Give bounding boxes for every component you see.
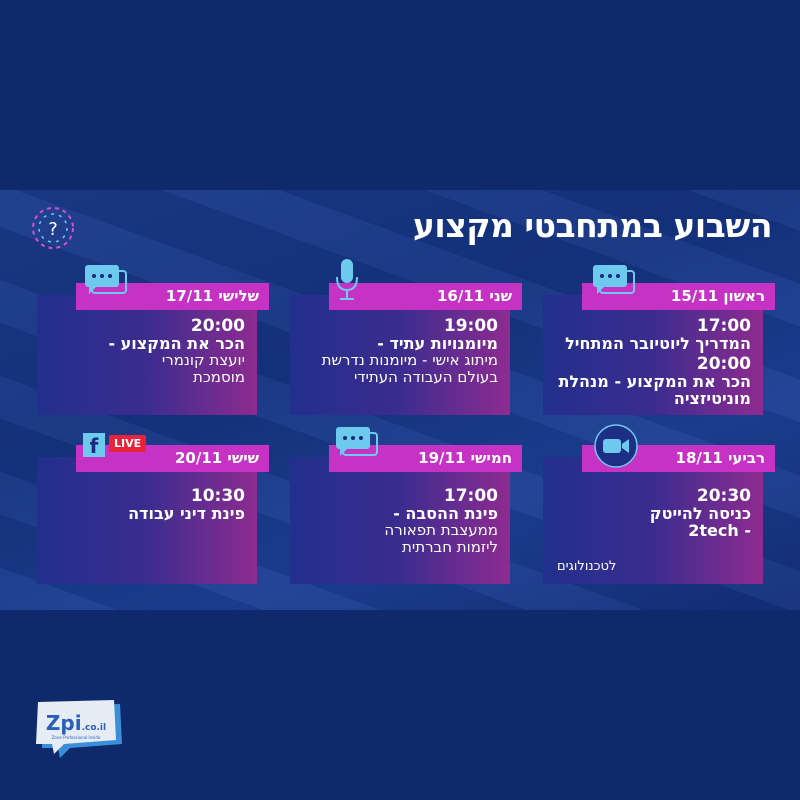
event-title: הכר את המקצוע - מנהלת מוניטיזציה [558,372,751,408]
event-body: 20:00 הכר את המקצוע - יועצת קונמרי מוסמכ… [37,295,257,415]
question-mark-icon: ? [32,207,74,249]
svg-text:Zone Professional Inside: Zone Professional Inside [52,735,101,740]
event-body: 20:30 כניסה להייטק - 2tech לטכנולוגים [543,457,763,584]
event-time: 20:00 [190,316,245,336]
zpi-logo: Zpi.co.il Zone Professional Inside [36,700,122,758]
event-time: 20:30 [696,486,751,506]
event-body: 19:00 מיומנויות עתיד - מיתוג אישי - מיומ… [290,295,510,415]
event-body: 17:00 המדריך ליוטיובר המתחיל 20:00 הכר א… [543,295,763,415]
event-title: מיומנויות עתיד - [377,334,498,353]
event-time: 17:00 [443,486,498,506]
svg-text:?: ? [48,219,58,240]
video-camera-icon [594,424,638,468]
event-title: המדריך ליוטיובר המתחיל [565,334,751,353]
event-date: שני 16/11 [329,283,522,310]
event-date: שישי 20/11 [76,445,269,472]
event-date: שלישי 17/11 [76,283,269,310]
event-date: חמישי 19/11 [329,445,522,472]
event-time: 19:00 [443,316,498,336]
event-title: כניסה להייטק - 2tech [649,504,751,540]
microphone-icon [336,259,358,300]
event-time: 10:30 [190,486,245,506]
page-title: השבוע במתחבטי מקצוע [412,206,773,245]
event-description: יועצת קונמרי מוסמכת [161,351,245,386]
event-title: פינת דיני עבודה [128,504,245,523]
event-time: 17:00 [696,316,751,336]
event-body: 17:00 פינת ההסבה - ממעצבת תפאורה ליזמות … [290,457,510,584]
event-time: 20:00 [696,354,751,374]
event-title: פינת ההסבה - [393,504,498,523]
event-footnote: לטכנולוגים [557,559,617,574]
event-description: ממעצבת תפאורה ליזמות חברתית [384,521,498,556]
chat-icon [336,427,378,456]
chat-icon [85,265,127,294]
facebook-icon: f [83,433,105,458]
event-description: מיתוג אישי - מיומנות נדרשת בעולם העבודה … [321,351,498,386]
event-body: 10:30 פינת דיני עבודה [37,457,257,584]
event-date: ראשון 15/11 [582,283,775,310]
chat-icon [593,265,635,294]
live-badge: LIVE [109,435,147,452]
event-title: הכר את המקצוע - [108,334,245,353]
